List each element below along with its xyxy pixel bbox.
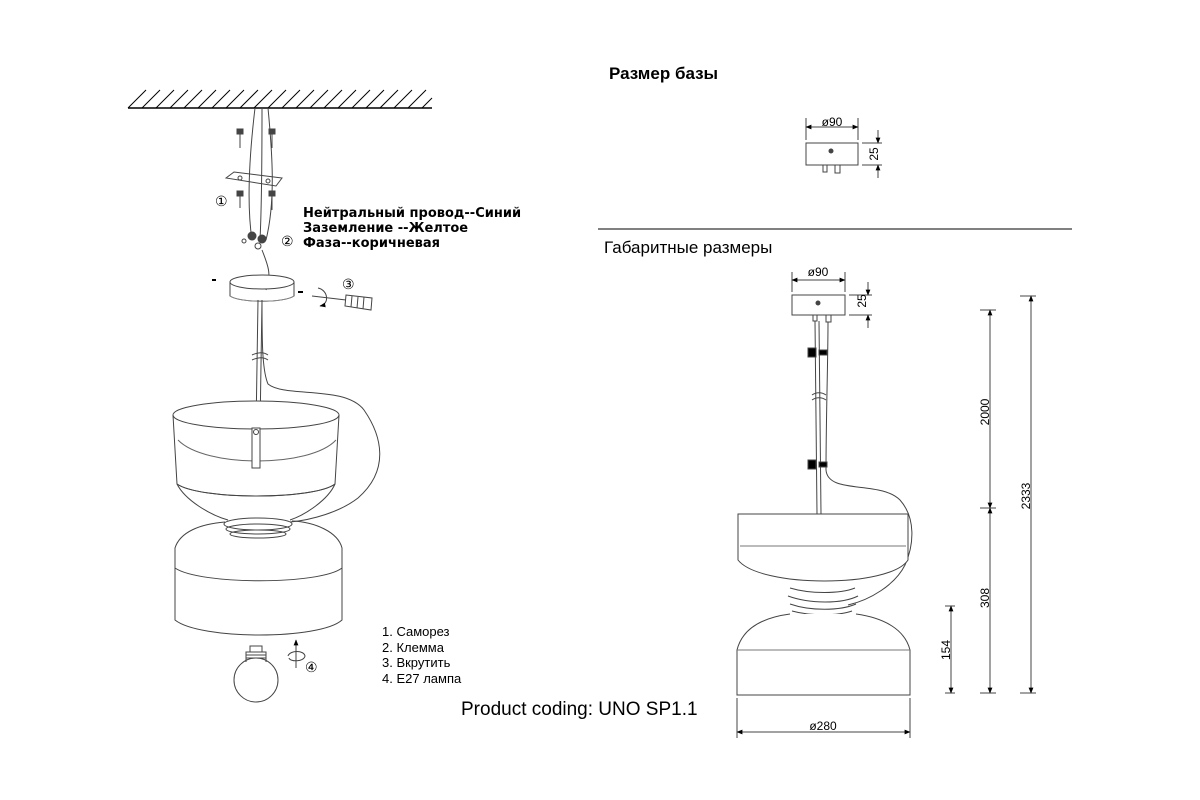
total-height-label: 2333 (1019, 482, 1033, 509)
wire (248, 107, 256, 241)
lamp-height-label: 308 (978, 588, 992, 608)
upper-shade (172, 400, 340, 521)
screw-icon (268, 128, 276, 148)
screw-icon (236, 128, 244, 148)
overall-size-drawing (736, 272, 1036, 738)
legend-item: 3. Вкрутить (382, 655, 451, 670)
power-cable (825, 321, 913, 606)
screwdriver-icon (311, 287, 373, 311)
step-3: ③ (342, 276, 355, 292)
mounting-bracket (224, 171, 283, 187)
power-cable (261, 299, 381, 523)
bulb-icon (233, 645, 279, 703)
legend: 1. Саморез 2. Клемма 3. Вкрутить 4. E27 … (382, 624, 461, 686)
wire (259, 107, 263, 241)
screw-icon (236, 190, 244, 208)
top-diameter-label: ø90 (808, 265, 829, 279)
wiring-neutral: Нейтральный провод--Синий (303, 206, 522, 221)
top-height-label: 25 (855, 294, 869, 308)
bottom-diameter-label: ø280 (809, 719, 837, 733)
cord-length-label: 2000 (978, 398, 992, 425)
wiring-phase: Фаза--коричневая (303, 236, 441, 251)
step-4: ④ (305, 659, 318, 675)
cord-clip (807, 347, 817, 358)
base-plate (805, 142, 859, 166)
overall-size-title: Габаритные размеры (604, 238, 773, 257)
upper-shade (737, 513, 909, 582)
legend-item: 4. E27 лампа (382, 670, 462, 686)
step-1: ① (215, 193, 228, 209)
terminal-block (241, 231, 267, 250)
shade-collar (787, 587, 859, 616)
canopy (229, 274, 295, 302)
step-2: ② (281, 233, 294, 249)
base-size-title: Размер базы (609, 64, 719, 83)
lower-shade (174, 520, 343, 636)
shade-collar (223, 517, 293, 539)
lower-shade (736, 613, 911, 696)
product-coding: Product coding: UNO SP1.1 (461, 699, 698, 720)
ceiling-hatch (127, 89, 433, 109)
lower-height-label: 154 (939, 640, 953, 660)
wiring-ground: Заземление --Желтое (303, 221, 469, 236)
legend-item: 1. Саморез (382, 624, 450, 639)
cord-clip (807, 459, 817, 470)
installation-drawing (127, 89, 433, 703)
wire (265, 107, 273, 241)
legend-item: 2. Клемма (382, 639, 444, 655)
base-size-drawing (805, 118, 882, 178)
rotate-arrow-icon (287, 639, 306, 668)
screw-icon (268, 190, 276, 210)
base-diameter-label: ø90 (822, 115, 843, 129)
base-height-label: 25 (867, 147, 881, 161)
